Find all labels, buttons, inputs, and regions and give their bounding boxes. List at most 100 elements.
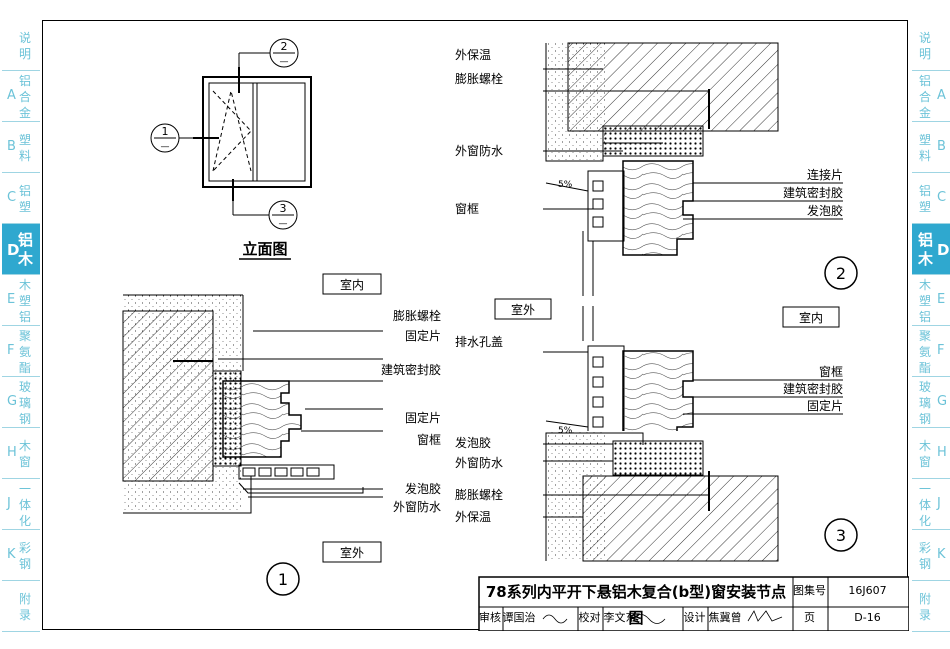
side-tab-letter: G	[937, 393, 948, 409]
side-tab-char: 酯	[918, 360, 931, 375]
side-tab-char: 木	[918, 277, 931, 292]
side-tab-char: 塑	[918, 132, 931, 147]
detail-1-label-1: 固定片	[405, 328, 441, 343]
detail-3-left-label-1: 发泡胶	[455, 435, 491, 450]
detail-1-outdoor-box	[322, 541, 382, 563]
side-tab-char: 塑	[18, 199, 31, 214]
detail-1-indoor: 室内	[340, 277, 364, 292]
side-tab-char: 金	[918, 105, 931, 120]
side-tab-letter: K	[7, 546, 16, 562]
side-tab-char: 氨	[918, 344, 931, 359]
detail-2-outdoor-box	[494, 298, 552, 320]
detail-2-outdoor: 室外	[511, 302, 535, 317]
atlas-label: 图集号	[793, 584, 826, 597]
marker-3-sub: —	[279, 219, 288, 229]
side-tab-char: 铝	[918, 309, 931, 324]
detail-3-right-label-0: 窗框	[819, 365, 843, 379]
side-tab-char: 合	[918, 89, 931, 104]
side-tab-附录[interactable]: 附录	[912, 581, 950, 632]
detail-1-label-6: 外窗防水	[393, 499, 441, 514]
marker-2-sub: —	[280, 57, 289, 67]
side-tab-char: 彩	[18, 540, 31, 555]
side-tab-char: 塑	[918, 199, 931, 214]
side-tab-char: 钢	[918, 411, 931, 426]
detail-1-label-0: 膨胀螺栓	[393, 308, 441, 323]
side-tab-char: 玻	[918, 379, 931, 394]
side-tab-letter: B	[7, 138, 16, 154]
side-tab-char: 聚	[18, 328, 31, 343]
marker-2-number: 2	[281, 40, 288, 53]
design-name: 焦冀曾	[708, 611, 742, 624]
drawing-canvas: 2 — 1 — 3 — 立面图	[122, 38, 910, 632]
side-tab-char: 化	[918, 513, 931, 528]
detail-2-number-circle	[824, 256, 858, 290]
side-tab-char: 玻	[18, 379, 31, 394]
side-tab-char: 木	[918, 438, 931, 453]
side-tab-letter: E	[937, 291, 946, 307]
side-tab-letter: K	[937, 546, 946, 562]
side-tab-char: 化	[18, 513, 31, 528]
atlas-value: 16J607	[848, 584, 887, 597]
side-tab-letter: D	[7, 240, 20, 259]
drawing-title: 78系列内平开下悬铝木复合(b型)窗安装节点图	[485, 583, 787, 627]
detail-3-number-circle	[824, 518, 858, 552]
side-tab-char: 木	[918, 249, 934, 268]
side-tab-char: 铝	[18, 183, 31, 198]
side-tab-char: 录	[18, 607, 31, 622]
side-tab-letter: D	[937, 240, 950, 259]
side-tab-char: 一	[918, 481, 931, 496]
side-tab-char: 窗	[18, 454, 31, 469]
side-tab-char: 璃	[918, 395, 931, 410]
marker-1-sub: —	[161, 142, 170, 152]
detail-2-left-label-2: 外窗防水	[455, 143, 503, 158]
detail-3-right-label-2: 固定片	[807, 398, 843, 413]
detail-1-drawing	[122, 294, 383, 514]
side-tab-附录[interactable]: 附录	[2, 581, 40, 632]
side-tab-char: 铝	[18, 230, 34, 249]
side-tab-char: 塑	[918, 293, 931, 308]
side-tab-char: 说	[918, 30, 931, 45]
side-tab-letter: H	[7, 444, 17, 460]
side-tab-char: 说	[18, 30, 31, 45]
side-tab-char: 窗	[918, 454, 931, 469]
side-tab-说明[interactable]: 说明	[912, 20, 950, 71]
detail-3-drawing	[543, 306, 843, 562]
side-tab-char: 璃	[18, 395, 31, 410]
detail-1-outdoor: 室外	[340, 545, 364, 560]
detail-1-label-4: 窗框	[417, 433, 441, 447]
side-tab-char: 合	[18, 89, 31, 104]
side-tab-char: 体	[918, 497, 931, 512]
side-tab-char: 钢	[18, 556, 31, 571]
side-tab-char: 木	[18, 277, 31, 292]
check-name: 李文东	[603, 611, 637, 624]
section-marker-3: 3 —	[232, 200, 298, 230]
elevation-title: 立面图	[242, 240, 287, 258]
detail-2-left-label-1: 膨胀螺栓	[455, 71, 503, 86]
drawing-sheet: 2 — 1 — 3 — 立面图	[42, 20, 910, 632]
side-tab-char: 木	[18, 249, 34, 268]
detail-2-right-label-0: 连接片	[807, 167, 843, 182]
side-tab-说明[interactable]: 说明	[2, 20, 40, 71]
side-tab-char: 明	[918, 46, 931, 61]
